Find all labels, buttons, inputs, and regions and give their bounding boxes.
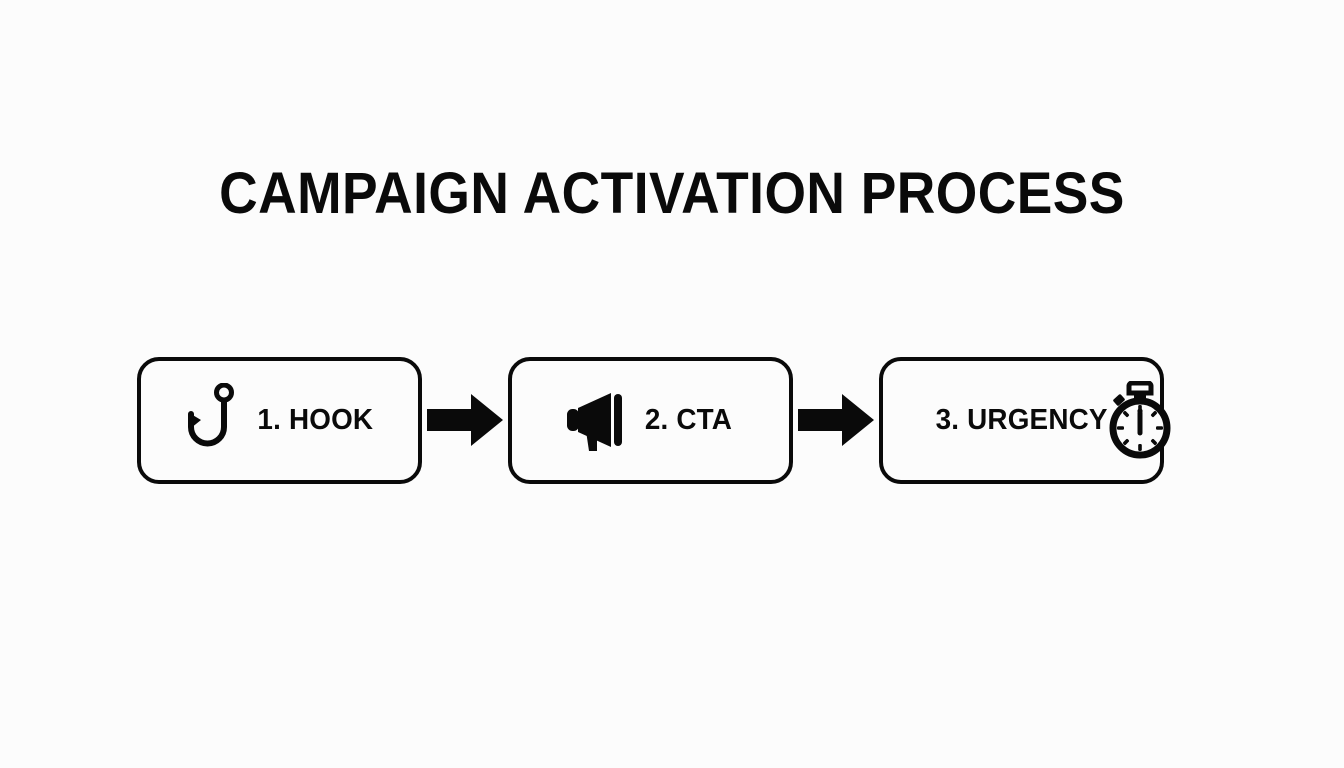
arrow-2-to-3 <box>793 393 879 447</box>
step-box-hook[interactable]: 1. HOOK <box>137 356 422 484</box>
step-content-cta: 2. CTA <box>512 387 789 453</box>
page-title: CAMPAIGN ACTIVATION PROCESS <box>219 161 1125 226</box>
step-label-cta: 2. CTA <box>644 403 733 436</box>
step-label-hook: 1. HOOK <box>257 403 374 436</box>
fishing-hook-icon <box>183 382 241 457</box>
arrow-1-to-2 <box>422 393 508 447</box>
step-box-urgency[interactable]: 3. URGENCY <box>879 356 1171 484</box>
process-flow-diagram: 1. HOOK <box>137 355 1207 485</box>
stopwatch-icon <box>1104 380 1176 459</box>
step-label-urgency: 3. URGENCY <box>935 403 1108 436</box>
megaphone-icon <box>567 387 629 453</box>
step-content-hook: 1. HOOK <box>141 382 418 457</box>
step-box-cta[interactable]: 2. CTA <box>508 356 793 484</box>
step-content-urgency: 3. URGENCY <box>883 404 1160 437</box>
